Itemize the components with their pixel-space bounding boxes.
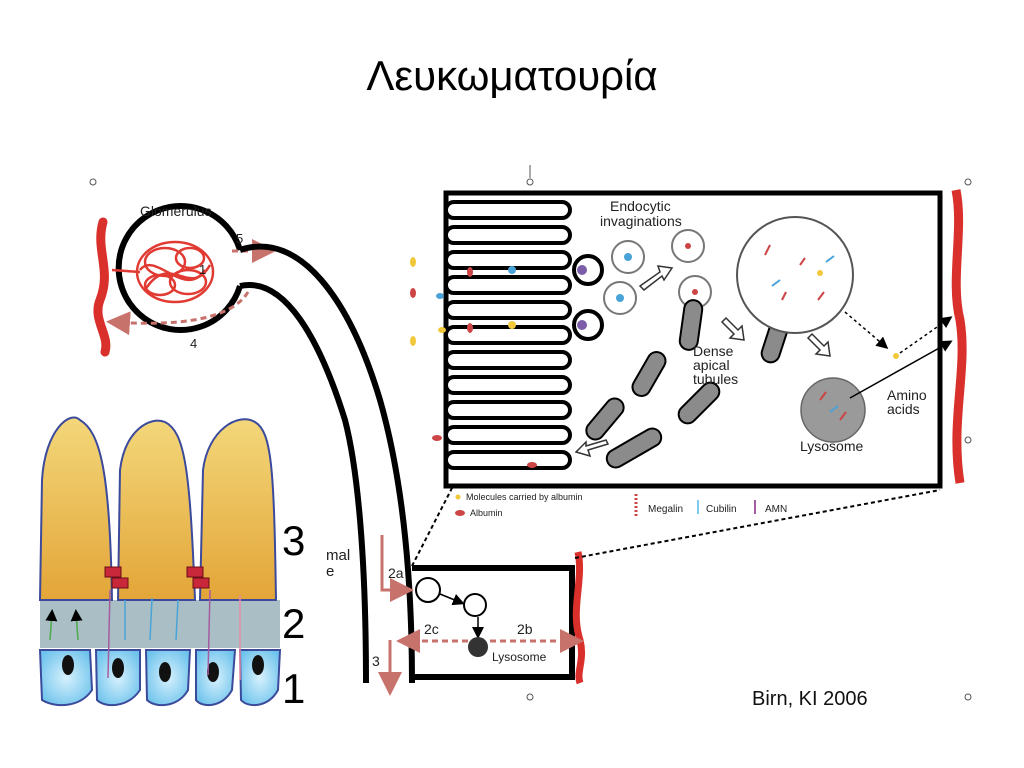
early-endosome: [736, 216, 854, 334]
tubule-label-fragment-1: mal: [326, 547, 350, 564]
path-label-2a: 2a: [388, 565, 404, 581]
podocyte-3: [198, 418, 278, 601]
selection-handles: [89, 165, 972, 701]
tubule-label-fragment-2: e: [326, 563, 334, 580]
endothelial-cells: [38, 649, 282, 707]
lysosome-small-icon: [468, 637, 488, 657]
glomerulus: Glomerulus 1 5 4 mal e 2a 3: [93, 203, 415, 696]
path-label-4: 4: [190, 336, 197, 351]
dense-label-line2: apical: [693, 357, 730, 373]
glomerulus-label: Glomerulus: [140, 203, 212, 219]
tubular-cell-detail: Endocytic invaginations Dense apical tub…: [410, 189, 967, 518]
podocyte-1: [38, 416, 114, 601]
dense-label-line3: tubules: [693, 371, 738, 387]
endocytic-label-line1: Endocytic: [610, 198, 671, 214]
podocyte-2: [116, 419, 197, 601]
barrier-layer-1: 1: [282, 665, 305, 712]
capillary-tuft: [111, 240, 215, 304]
dense-apical-tubules: [585, 299, 790, 469]
legend-molecules: Molecules carried by albumin: [466, 492, 583, 502]
legend-albumin: Albumin: [470, 508, 503, 518]
lysosome-small-label: Lysosome: [492, 650, 547, 664]
brush-border: [444, 200, 572, 470]
albumin-molecules: [410, 257, 587, 468]
lysosome-label: Lysosome: [800, 438, 864, 454]
path-label-2b: 2b: [517, 621, 533, 637]
barrier-layer-3: 3: [282, 517, 305, 564]
path-label-5: 5: [236, 231, 243, 246]
legend-amn: AMN: [765, 504, 787, 515]
path-label-1: 1: [199, 262, 206, 277]
tubular-cell-small: Lysosome 2c 2b: [396, 487, 941, 685]
barrier-layer-2: 2: [282, 600, 305, 647]
amino-label-line1: Amino: [887, 387, 927, 403]
path-label-2c: 2c: [424, 621, 439, 637]
path-label-3: 3: [372, 653, 380, 669]
endocytic-label-line2: invaginations: [600, 213, 682, 229]
citation: Birn, KI 2006: [752, 688, 868, 710]
legend-cubilin: Cubilin: [706, 504, 737, 515]
legend: Molecules carried by albumin Albumin Meg…: [455, 492, 787, 518]
slide-title: Λευκωματουρία: [366, 52, 658, 99]
amino-label-line2: acids: [887, 401, 920, 417]
filtration-barrier: 3 2 1: [38, 416, 305, 712]
legend-megalin: Megalin: [648, 504, 683, 515]
dense-label-line1: Dense: [693, 343, 734, 359]
